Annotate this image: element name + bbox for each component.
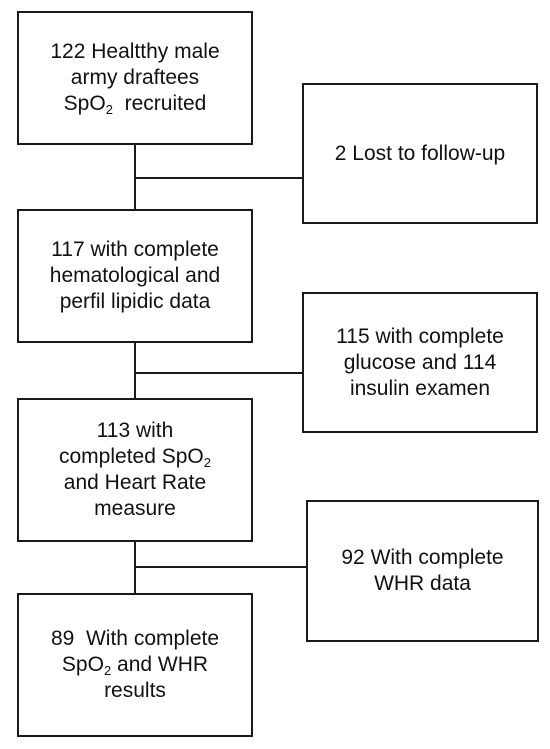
connector-horizontal-2 <box>134 372 302 374</box>
side-box-glucose-line3: insulin examen <box>349 376 491 400</box>
connector-horizontal-3 <box>134 566 306 568</box>
side-box-lost-line1: 2 Lost to follow-up <box>334 141 506 165</box>
box-final-results: 89 With complete SpO2 and WHR results <box>17 593 253 737</box>
box-spo2-heart-rate: 113 with completed SpO2 and Heart Rate m… <box>17 398 253 542</box>
side-box-glucose-line1: 115 with complete <box>336 324 504 348</box>
side-box-glucose: 115 with complete glucose and 114 insuli… <box>302 292 538 433</box>
box-spo2-heart-rate-line3: and Heart Rate <box>63 471 207 494</box>
box-recruited-line2: army draftees <box>70 66 200 89</box>
connector-vertical-2 <box>134 343 136 398</box>
box-recruited-line3: SpO2 recruited <box>50 91 219 117</box>
side-box-whr-line2: WHR data <box>374 572 471 595</box>
spo-subscript: 2 <box>103 663 112 678</box>
box-spo2-heart-rate-line4: measure <box>94 497 176 520</box>
side-box-glucose-line2: glucose and 114 <box>343 350 497 374</box>
box-recruited-line1: 122 Healtthy male <box>50 40 220 63</box>
side-box-whr: 92 With complete WHR data <box>306 500 539 642</box>
spo-subscript: 2 <box>203 455 211 470</box>
and-whr-text: and WHR <box>111 653 209 676</box>
side-box-lost: 2 Lost to follow-up <box>302 83 538 224</box>
box-hematological: 117 with complete hematological and perf… <box>17 209 253 343</box>
box-hematological-line2: hematological and <box>49 264 221 287</box>
side-box-whr-line1: 92 With complete <box>341 546 504 569</box>
box-spo2-heart-rate-line2: completed SpO2 <box>59 444 211 470</box>
recruited-text: recruited <box>112 92 207 115</box>
spo-subscript: 2 <box>105 102 113 117</box>
box-final-results-line1: 89 With complete <box>50 627 220 650</box>
box-recruited: 122 Healtthy male army draftees SpO2 rec… <box>17 11 253 145</box>
connector-horizontal-1 <box>134 177 302 179</box>
box-final-results-line2: SpO2 and WHR <box>51 652 219 678</box>
box-hematological-line1: 117 with complete <box>51 238 219 261</box>
box-final-results-line3: results <box>104 679 166 702</box>
box-spo2-heart-rate-line1: 113 with <box>96 419 174 442</box>
box-hematological-line3: perfil lipidic data <box>59 290 211 313</box>
spo-text: SpO <box>61 653 104 676</box>
completed-spo-text: completed SpO <box>59 445 204 468</box>
spo-text: SpO <box>63 92 106 115</box>
